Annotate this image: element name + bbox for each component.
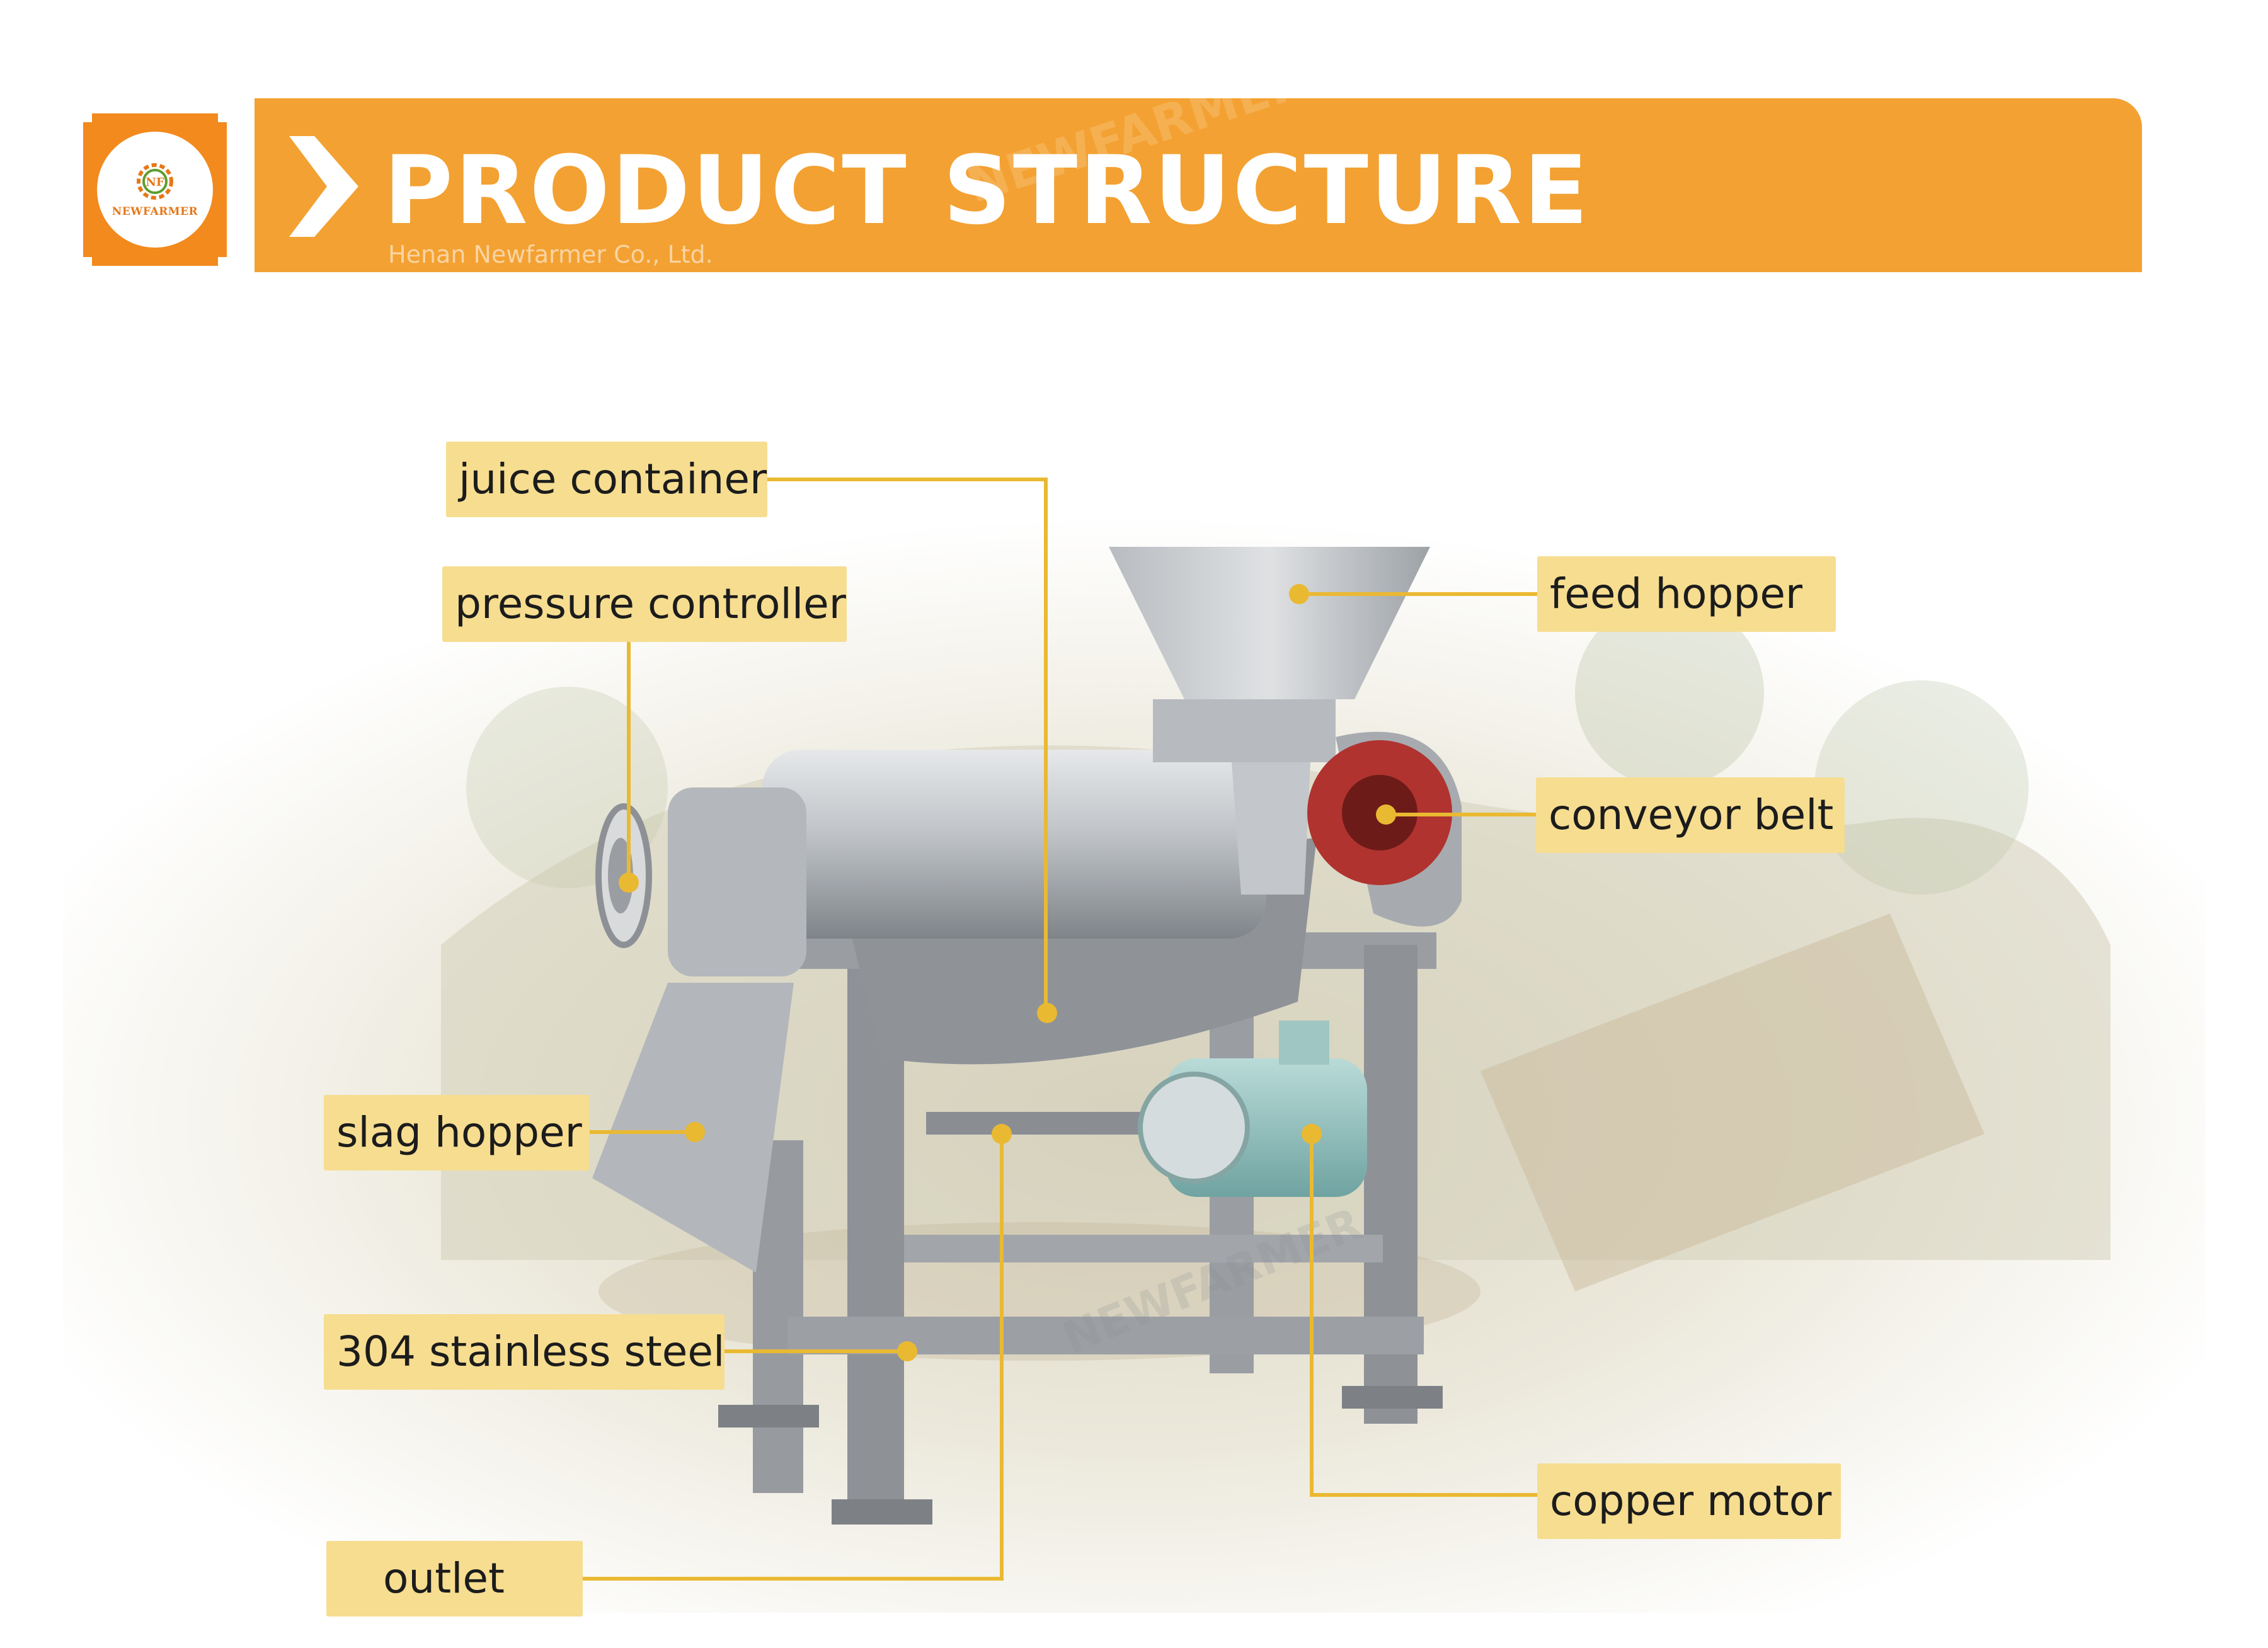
dot-conveyor-belt [1376,804,1396,825]
gear-icon: NF [137,163,173,200]
page-title: PRODUCT STRUCTURE [384,136,1590,246]
dot-pressure-controller [619,873,639,893]
label-conveyor-belt: conveyor belt [1536,777,1845,853]
leader-lines [581,478,1542,1581]
background-scene [63,517,2205,1613]
brand-logo: NF NEWFARMER [83,113,227,266]
dot-outlet [992,1124,1012,1144]
label-slag-hopper: slag hopper [324,1095,590,1170]
company-name: Henan Newfarmer Co., Ltd. [388,241,713,268]
leader-copper-motor [1310,1134,1542,1497]
header-banner: NEWFARMER PRODUCT STRUCTURE Henan Newfar… [255,98,2142,272]
feed-hopper-body [1109,547,1430,895]
label-feed-hopper: feed hopper [1537,556,1836,632]
label-copper-motor: copper motor [1537,1463,1841,1539]
dot-copper-motor [1302,1124,1322,1144]
svg-text:NF: NF [146,176,164,189]
dot-juice-container [1037,1003,1057,1023]
label-pressure-controller: pressure controller [442,566,847,642]
dot-slag-hopper [685,1122,705,1142]
pointer-dots [619,584,1396,1361]
motor-body [1138,1021,1367,1197]
label-outlet: outlet [326,1541,583,1617]
leader-juice-container [764,478,1048,1013]
dot-feed-hopper [1289,584,1309,604]
logo-emblem: NF NEWFARMER [97,132,213,248]
label-juice-container: juice container [446,442,767,517]
label-stainless-steel: 304 stainless steel [324,1314,724,1390]
chevron-right-icon [289,136,358,237]
logo-text: NEWFARMER [112,205,198,218]
leader-outlet [581,1134,1004,1581]
dot-stainless-steel [897,1341,917,1361]
